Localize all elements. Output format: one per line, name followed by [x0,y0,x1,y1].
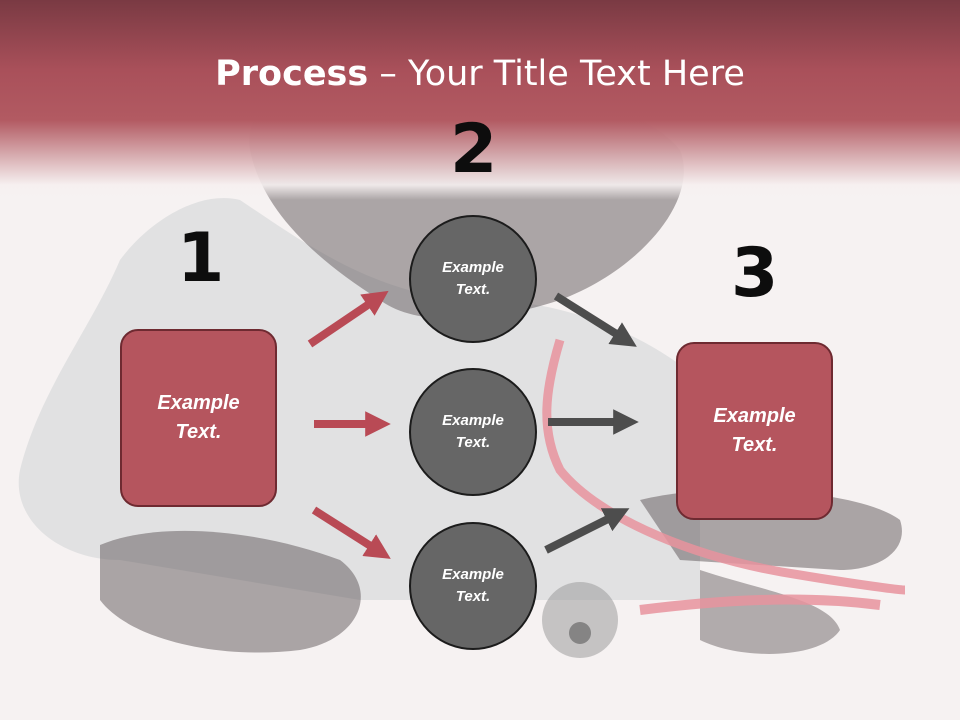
title-rest: – Your Title Text Here [368,54,745,94]
step-number-1: 1 [177,219,225,298]
step-2-circle-bottom: Example Text. [409,522,537,650]
step-1-box: Example Text. [120,329,277,507]
step-3-box-text: Example Text. [713,405,796,456]
step-2-circle-middle-text: Example Text. [442,411,504,452]
step-2-circle-middle: Example Text. [409,368,537,496]
header-band [0,0,960,200]
title-bold: Process [215,54,369,94]
step-2-circle-top: Example Text. [409,215,537,343]
slide-title: Process – Your Title Text Here [0,54,960,94]
step-number-2: 2 [450,110,498,189]
step-3-box: Example Text. [676,342,833,520]
step-2-circle-bottom-text: Example Text. [442,565,504,606]
step-number-3: 3 [731,234,779,313]
step-2-circle-top-text: Example Text. [442,258,504,299]
step-1-box-text: Example Text. [157,392,240,443]
